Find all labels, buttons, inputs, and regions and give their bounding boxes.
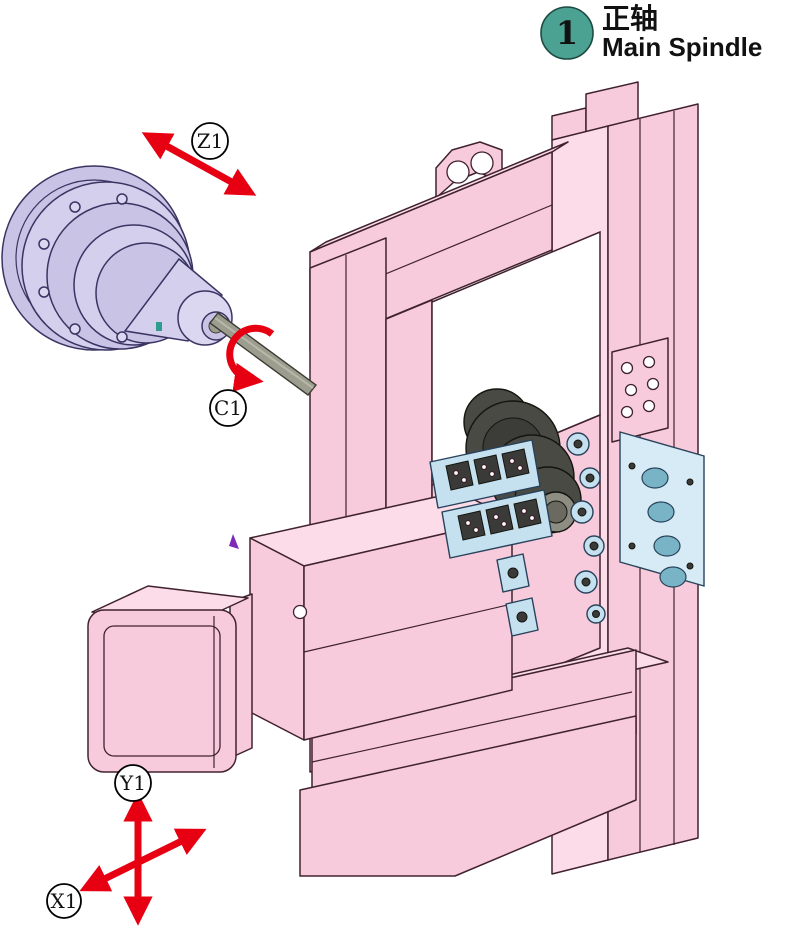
title-chinese: 正轴 [602, 2, 658, 35]
feed-motor [87, 585, 253, 773]
legend-number-badge [540, 6, 594, 60]
c1-axis: C1 [209, 324, 275, 427]
legend: 1 正轴 Main Spindle [540, 2, 762, 62]
sensor-mark [156, 322, 162, 331]
c-axis-rotation-arrow-icon [226, 324, 275, 392]
legend-number: 1 [556, 14, 578, 52]
x-axis-arrow-icon [79, 828, 207, 892]
live-tool-bits [496, 553, 539, 637]
xy-axis-cross: Y1 X1 [46, 764, 207, 926]
z-axis-arrow-icon [141, 132, 257, 196]
turret-face-panel [619, 431, 705, 588]
gang-tool-block-lower [441, 489, 553, 559]
title-english: Main Spindle [602, 32, 762, 62]
z1-axis: Z1 [141, 122, 257, 196]
purple-marker [229, 534, 239, 549]
chuck-bolt-holes [38, 193, 128, 343]
x1-label: X1 [51, 889, 78, 913]
cross-slide-saddle [229, 491, 513, 741]
z1-label: Z1 [197, 129, 224, 153]
c1-label-circle [209, 389, 247, 427]
tool-gear-column [566, 432, 606, 624]
gang-tool-block-upper [429, 439, 541, 509]
y1-label-circle [114, 764, 152, 802]
y1-label: Y1 [119, 771, 146, 795]
lifting-lug [435, 141, 503, 199]
bolt-plate [611, 337, 669, 443]
c1-label: C1 [214, 396, 242, 420]
main-spindle-chuck [1, 165, 233, 351]
z1-label-circle [191, 122, 229, 160]
x1-label-circle [46, 883, 82, 919]
